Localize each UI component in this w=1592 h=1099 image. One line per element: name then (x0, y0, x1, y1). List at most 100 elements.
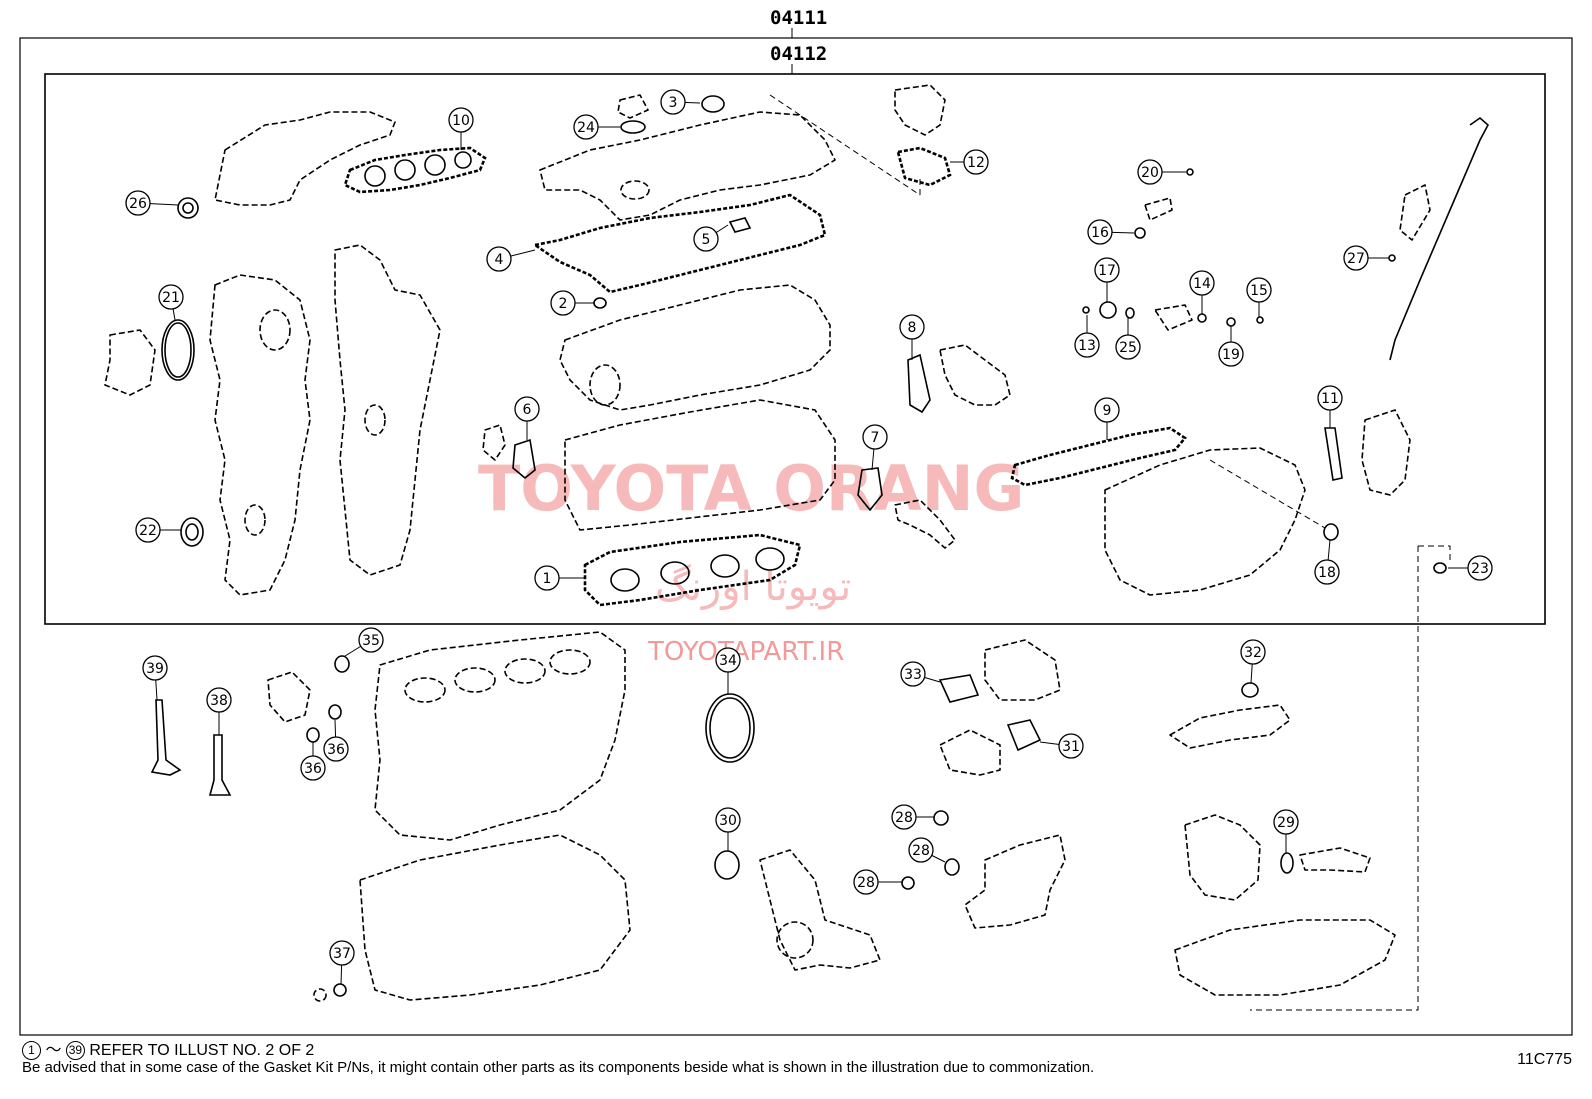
o-ring-21 (161, 319, 195, 381)
seal-36a (328, 704, 342, 720)
cylinder-head-cover (539, 111, 836, 221)
callout-label-1: 1 (543, 571, 552, 587)
head-cover-gasket (531, 193, 827, 294)
intake-manifold (1104, 447, 1306, 596)
exhaust-manifold-heat-shield (214, 111, 396, 206)
gasket-33 (938, 674, 980, 703)
callout-bubble-39 (142, 655, 168, 681)
exhaust-manifold-gasket (343, 146, 487, 194)
callout-label-28: 28 (912, 843, 930, 859)
gasket-31 (1006, 719, 1042, 752)
callout-bubble-16 (1087, 219, 1113, 245)
rear-oil-seal-34 (705, 693, 755, 763)
callout-bubble-36 (300, 755, 326, 781)
gasket-37 (333, 983, 347, 997)
cap-3 (701, 95, 725, 113)
advisory-note: Be advised that in some case of the Gask… (22, 1059, 1095, 1076)
coolant-pipe (1169, 704, 1291, 749)
callout-bubble-2 (550, 290, 576, 316)
callout-bubble-25 (1115, 334, 1141, 360)
callout-label-18: 18 (1318, 565, 1336, 581)
callout-bubble-19 (1218, 341, 1244, 367)
range-end-badge: 39 (65, 1041, 85, 1061)
gasket-18 (1323, 523, 1339, 541)
callout-label-3: 3 (669, 95, 678, 111)
gasket-16 (1134, 227, 1146, 239)
lower-crankcase (359, 834, 631, 1001)
callout-label-33: 33 (904, 667, 922, 683)
camshaft-housing (559, 284, 831, 411)
callout-label-23: 23 (1471, 561, 1489, 577)
gasket-32 (1241, 682, 1259, 698)
gasket-12 (896, 146, 952, 187)
valve-38 (208, 734, 232, 796)
seal-36b (306, 727, 320, 743)
callout-bubble-15 (1246, 277, 1272, 303)
callout-bubble-35 (358, 627, 384, 653)
gasket-14 (1197, 313, 1207, 323)
callout-label-32: 32 (1244, 645, 1262, 661)
callout-bubble-21 (158, 284, 184, 310)
callout-bubble-22 (135, 517, 161, 543)
callout-bubble-26 (125, 190, 151, 216)
range-separator: ～ (45, 1042, 62, 1059)
callout-label-31: 31 (1062, 739, 1080, 755)
kit-label-outer: 04111 (770, 7, 827, 29)
gasket-29 (1280, 852, 1294, 874)
callout-bubble-11 (1317, 385, 1343, 411)
callout-bubble-33 (900, 661, 926, 687)
intake-manifold-gasket (1010, 426, 1187, 487)
range-start-badge: 1 (22, 1041, 41, 1061)
callout-label-30: 30 (719, 813, 737, 829)
gasket-7 (857, 467, 883, 512)
timing-bracket (104, 329, 156, 396)
oil-seal-26 (177, 197, 199, 219)
callout-bubble-3 (660, 89, 686, 115)
callout-bubble-30 (715, 807, 741, 833)
callout-bubble-8 (899, 314, 925, 340)
gasket-24 (620, 120, 646, 134)
seal-2 (593, 297, 607, 309)
oil-seal-22 (180, 517, 204, 547)
callout-bubble-38 (206, 687, 232, 713)
callout-label-26: 26 (129, 196, 147, 212)
callout-bubble-34 (715, 647, 741, 673)
callout-bubble-18 (1314, 559, 1340, 585)
oil-pan (1174, 919, 1396, 996)
callout-label-24: 24 (577, 120, 595, 136)
callout-label-28: 28 (895, 810, 913, 826)
callout-bubble-13 (1074, 332, 1100, 358)
gasket-17 (1099, 301, 1117, 319)
callout-bubble-17 (1094, 257, 1120, 283)
callout-label-19: 19 (1222, 347, 1240, 363)
callout-label-8: 8 (908, 320, 917, 336)
water-inlet (894, 499, 956, 549)
watermark-site: TOYOTAPART.IR (647, 637, 844, 667)
callout-label-39: 39 (146, 661, 164, 677)
callout-label-7: 7 (871, 430, 880, 446)
callout-label-22: 22 (139, 523, 157, 539)
callout-bubble-37 (329, 940, 355, 966)
gasket-15 (1256, 316, 1264, 324)
timing-cover-left (209, 274, 311, 596)
callout-bubble-36 (323, 736, 349, 762)
watermark-title: TOYOTA ORANG (478, 452, 1024, 525)
o-ring-27 (1388, 254, 1396, 262)
callout-bubble-20 (1137, 159, 1163, 185)
callout-label-36: 36 (327, 742, 345, 758)
callout-label-2: 2 (559, 296, 568, 312)
callout-label-11: 11 (1321, 391, 1339, 407)
callout-bubble-27 (1343, 245, 1369, 271)
gasket-28a (933, 810, 949, 826)
callout-label-37: 37 (333, 946, 351, 962)
thermostat-housing (894, 84, 946, 136)
reference-text: REFER TO ILLUST NO. 2 OF 2 (89, 1042, 315, 1059)
callout-label-13: 13 (1078, 338, 1096, 354)
kit-label-inner: 04112 (770, 43, 827, 65)
callout-bubble-28 (853, 869, 879, 895)
callout-bubble-14 (1189, 270, 1215, 296)
callout-bubble-23 (1467, 555, 1493, 581)
callout-label-14: 14 (1193, 276, 1211, 292)
callout-bubble-5 (693, 226, 719, 252)
